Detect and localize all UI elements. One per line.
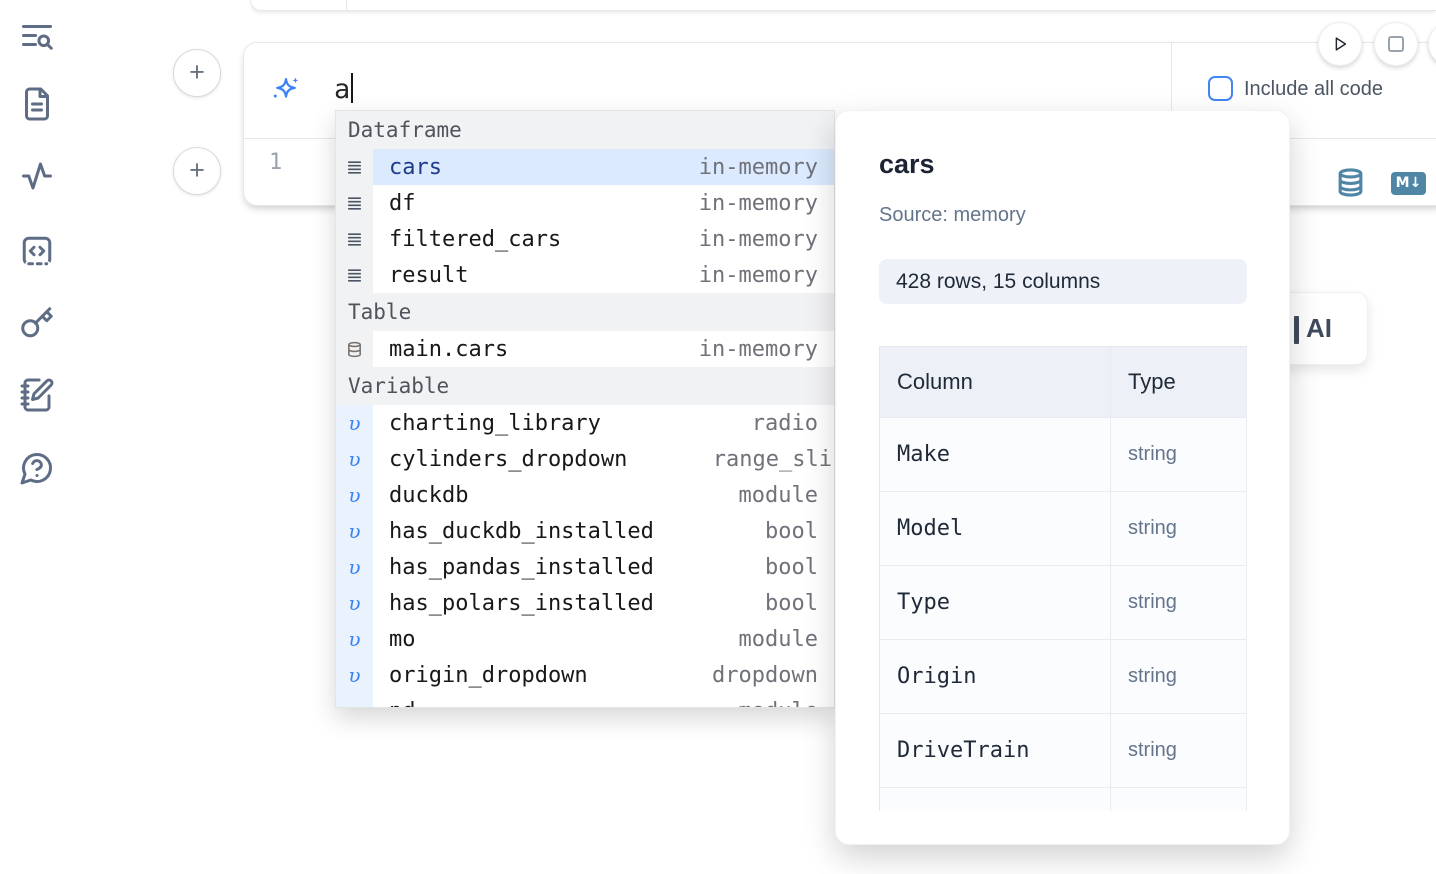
stop-icon bbox=[1388, 36, 1404, 52]
preview-source: Source: memory bbox=[879, 204, 1026, 226]
dataframe-icon bbox=[336, 185, 373, 221]
variable-icon: υ bbox=[336, 513, 373, 549]
previous-cell-edge bbox=[250, 0, 1436, 11]
column-header: Column bbox=[897, 369, 973, 394]
autocomplete-item-clipped[interactable]: υ pd module bbox=[336, 693, 834, 707]
autocomplete-item-duckdb[interactable]: υ duckdb module bbox=[336, 477, 834, 513]
include-all-code-checkbox[interactable] bbox=[1208, 76, 1233, 101]
include-all-code-label: Include all code bbox=[1244, 78, 1383, 100]
stop-cell-button[interactable] bbox=[1374, 22, 1418, 66]
add-cell-below-button[interactable]: + bbox=[173, 147, 221, 195]
section-header-variable: Variable bbox=[336, 367, 834, 405]
autocomplete-dropdown: Dataframe cars in-memory df in-memory fi… bbox=[335, 110, 835, 708]
variable-icon: υ bbox=[336, 441, 373, 477]
shape-badge: 428 rows, 15 columns bbox=[879, 259, 1247, 304]
schema-row: Origin string bbox=[880, 640, 1247, 714]
dataframe-icon bbox=[336, 221, 373, 257]
variable-icon: υ bbox=[336, 549, 373, 585]
variable-icon: υ bbox=[336, 477, 373, 513]
dataframe-icon bbox=[336, 257, 373, 293]
section-header-table: Table bbox=[336, 293, 834, 331]
add-cell-above-button[interactable]: + bbox=[173, 49, 221, 97]
file-text-icon[interactable] bbox=[19, 86, 55, 122]
datasource-button[interactable] bbox=[1335, 166, 1366, 199]
autocomplete-item-origin-dropdown[interactable]: υ origin_dropdown dropdown bbox=[336, 657, 834, 693]
variable-icon: υ bbox=[336, 405, 373, 441]
schema-row: DriveTrain string bbox=[880, 714, 1247, 788]
dataframe-icon bbox=[336, 149, 373, 185]
divider bbox=[1171, 43, 1172, 138]
autocomplete-item-has-pandas-installed[interactable]: υ has_pandas_installed bool bbox=[336, 549, 834, 585]
variable-icon: υ bbox=[336, 585, 373, 621]
autocomplete-item-mo[interactable]: υ mo module bbox=[336, 621, 834, 657]
type-header: Type bbox=[1128, 369, 1176, 394]
autocomplete-item-cars[interactable]: cars in-memory bbox=[336, 149, 834, 185]
ai-prompt-input[interactable]: a bbox=[334, 73, 354, 105]
autocomplete-item-main-cars[interactable]: main.cars in-memory bbox=[336, 331, 834, 367]
activity-icon[interactable] bbox=[19, 158, 55, 194]
schema-row-clipped bbox=[880, 788, 1247, 811]
schema-header-row: Column Type bbox=[880, 347, 1247, 418]
autocomplete-item-charting-library[interactable]: υ charting_library radio bbox=[336, 405, 834, 441]
notebook-pen-icon[interactable] bbox=[19, 377, 55, 413]
autocomplete-item-has-polars-installed[interactable]: υ has_polars_installed bool bbox=[336, 585, 834, 621]
autocomplete-item-df[interactable]: df in-memory bbox=[336, 185, 834, 221]
markdown-convert-button[interactable]: M↓ bbox=[1391, 172, 1426, 195]
schema-row: Make string bbox=[880, 418, 1247, 492]
table-database-icon bbox=[336, 331, 373, 367]
play-icon bbox=[1335, 37, 1347, 51]
help-chat-icon[interactable] bbox=[19, 450, 55, 486]
dataframe-preview-panel: cars Source: memory 428 rows, 15 columns… bbox=[835, 110, 1290, 845]
text-cursor bbox=[351, 73, 354, 103]
code-snippets-icon[interactable] bbox=[19, 233, 55, 269]
variable-icon: υ bbox=[336, 621, 373, 657]
autocomplete-item-has-duckdb-installed[interactable]: υ has_duckdb_installed bool bbox=[336, 513, 834, 549]
schema-row: Type string bbox=[880, 566, 1247, 640]
autocomplete-item-result[interactable]: result in-memory bbox=[336, 257, 834, 293]
occluded-glyph-fragment bbox=[1294, 316, 1299, 344]
toc-search-icon[interactable] bbox=[19, 19, 55, 55]
section-header-dataframe: Dataframe bbox=[336, 111, 834, 149]
schema-row: Model string bbox=[880, 492, 1247, 566]
autocomplete-item-cylinders-dropdown[interactable]: υ cylinders_dropdown range_sli bbox=[336, 441, 834, 477]
key-icon[interactable] bbox=[19, 305, 55, 341]
code-editor-row[interactable]: 1 M↓ bbox=[244, 139, 1436, 206]
variable-icon: υ bbox=[336, 657, 373, 693]
ai-sparkle-icon bbox=[273, 77, 299, 98]
database-icon bbox=[1338, 168, 1363, 197]
variable-icon: υ bbox=[336, 693, 373, 707]
preview-title: cars bbox=[879, 149, 935, 179]
autocomplete-item-filtered-cars[interactable]: filtered_cars in-memory bbox=[336, 221, 834, 257]
schema-table: Column Type Make string Model string Typ… bbox=[879, 346, 1247, 811]
run-cell-button[interactable] bbox=[1318, 22, 1362, 66]
line-number: 1 bbox=[269, 150, 283, 175]
